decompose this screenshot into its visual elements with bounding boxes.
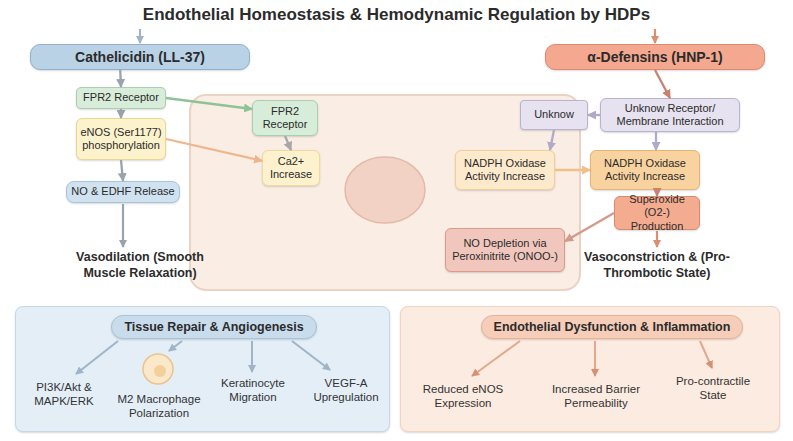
node-text: α-Defensins (HNP-1) xyxy=(587,49,722,66)
receptor-box: FPR2 Receptor xyxy=(76,87,166,109)
outcome-label: Vasoconstriction & (Pro-Thrombotic State… xyxy=(575,250,740,281)
input-arrow xyxy=(654,29,656,43)
node-text: FPR2 Receptor xyxy=(256,105,314,131)
outcome-arrow xyxy=(656,231,658,247)
node-text: FPR2 Receptor xyxy=(83,91,159,104)
effect-text: VEGF-A Upregulation xyxy=(301,377,391,405)
node-text: NO & EDHF Release xyxy=(71,185,174,198)
effects-panel: Reduced eNOS Expression Increased Barrier… xyxy=(400,306,780,432)
receptor-box: FPR2 Receptor xyxy=(252,100,318,136)
process-box: eNOS (Ser1177) phosphorylation xyxy=(76,118,166,160)
process-box: NO & EDHF Release xyxy=(66,181,180,203)
node-text: Unknow xyxy=(534,108,574,121)
effect-text: Reduced eNOS Expression xyxy=(408,383,518,411)
process-box: Superoxide (O2-) Production xyxy=(614,196,700,230)
node-text: Cathelicidin (LL-37) xyxy=(75,49,205,66)
flow-arrow xyxy=(655,132,657,150)
flow-arrow xyxy=(121,160,123,181)
node-text: NO Depletion via Peroxinitrite (ONOO-) xyxy=(449,237,561,263)
flow-arrow xyxy=(119,70,122,87)
process-box: Ca2+ Increase xyxy=(262,150,320,186)
flow-arrow xyxy=(166,98,252,109)
flow-arrow xyxy=(655,70,670,98)
effect-text: M2 Macrophage Polarization xyxy=(104,393,214,421)
node-text: Tissue Repair & Angiogenesis xyxy=(124,320,303,335)
process-box: NADPH Oxidase Activity Increase xyxy=(590,150,700,190)
node-text: Superoxide (O2-) Production xyxy=(618,193,696,233)
panel-header: Endothelial Dysfunction & Inflammation xyxy=(481,315,743,339)
node-text: Ca2+ Increase xyxy=(266,155,316,181)
process-box: NADPH Oxidase Activity Increase xyxy=(455,150,555,190)
node-text: eNOS (Ser1177) phosphorylation xyxy=(80,126,162,152)
source-header: α-Defensins (HNP-1) xyxy=(545,44,765,70)
flow-arrow xyxy=(565,213,614,241)
flow-arrow xyxy=(166,139,262,161)
outcome-label: Vasodilation (Smooth Muscle Relaxation) xyxy=(55,250,225,281)
node-text: Endothelial Dysfunction & Inflammation xyxy=(494,320,731,335)
flow-arrow xyxy=(550,130,554,150)
receptor-box: Unknow xyxy=(520,100,588,130)
effect-text: Pro-contractile State xyxy=(663,375,763,403)
node-text: Unknow Receptor/ Membrane Interaction xyxy=(604,102,736,128)
node-text: NADPH Oxidase Activity Increase xyxy=(594,157,696,183)
outcome-arrow xyxy=(122,204,124,247)
flow-arrow xyxy=(588,114,600,116)
effect-text: Keratinocyte Migration xyxy=(208,377,298,405)
flow-arrow xyxy=(285,136,291,150)
panel-header: Tissue Repair & Angiogenesis xyxy=(111,315,317,339)
input-arrow xyxy=(139,29,141,43)
flow-arrow xyxy=(555,169,590,171)
node-text: NADPH Oxidase Activity Increase xyxy=(459,157,551,183)
diagram-title: Endothelial Homeostasis & Hemodynamic Re… xyxy=(0,5,793,25)
receptor-box: Unknow Receptor/ Membrane Interaction xyxy=(600,98,740,132)
effects-panel: PI3K/Akt & MAPK/ERKM2 Macrophage Polariz… xyxy=(15,306,390,432)
source-header: Cathelicidin (LL-37) xyxy=(30,44,250,70)
process-box: NO Depletion via Peroxinitrite (ONOO-) xyxy=(445,228,565,272)
effect-text: Increased Barrier Permeability xyxy=(541,383,651,411)
cell-nucleus xyxy=(345,157,425,223)
flow-arrow xyxy=(120,109,122,118)
effect-text: PI3K/Akt & MAPK/ERK xyxy=(14,381,114,409)
